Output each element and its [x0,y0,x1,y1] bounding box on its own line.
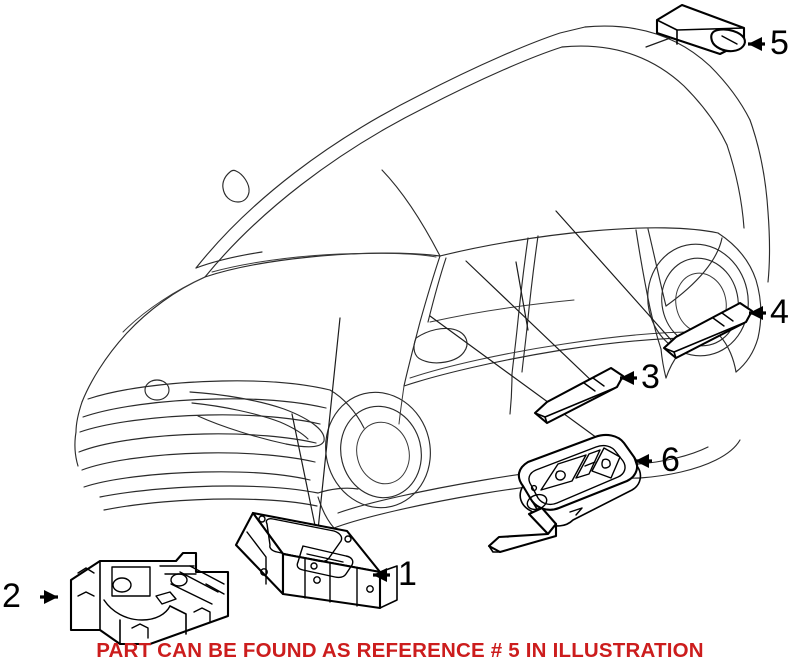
leader-to-part-3 [465,260,597,386]
side-mirror [413,327,468,364]
fob-led [530,484,538,492]
part-6-remote-key-fob[interactable] [487,433,642,554]
vehicle-outline [74,25,771,529]
part-2-mounting-bracket[interactable] [69,551,230,646]
bracket-aperture [155,591,177,605]
arrow-to-part-3 [620,371,637,385]
module-side-hole-3 [366,585,374,593]
vw-badge [144,379,170,401]
callout-number-3[interactable]: 3 [641,358,660,396]
callout-number-5[interactable]: 5 [770,24,789,62]
part-4-rear-door-antenna[interactable] [662,301,754,360]
part-5-roof-antenna[interactable] [655,3,746,56]
module-bolt-hole-2 [344,535,352,543]
front-wheel-arch [325,391,431,509]
leader-to-part-4 [555,210,673,342]
roof-antenna-nub [222,169,250,203]
rear-wheel-arch [647,243,749,357]
module-bolt-hole-3 [310,562,318,570]
callout-number-6[interactable]: 6 [661,441,680,479]
reference-note: PART CAN BE FOUND AS REFERENCE # 5 IN IL… [96,639,704,662]
leader-to-part-1 [317,317,341,531]
rear-tire [661,257,739,347]
front-wheel [356,421,410,485]
callout-number-4[interactable]: 4 [770,293,789,331]
part-3-front-door-antenna[interactable] [533,366,625,425]
module-bolt-hole-1 [258,515,266,523]
arrow-to-part-1 [373,568,390,582]
module-side-hole-2 [313,576,321,584]
leader-tick-b [515,261,529,331]
arrow-to-part-4 [749,306,766,320]
callout-number-2[interactable]: 2 [2,577,21,615]
part-1-control-module[interactable] [234,511,398,610]
front-tire [340,405,422,499]
leader-tick-a [291,413,319,541]
arrow-to-part-5 [748,37,765,51]
leader-lines [291,26,701,541]
arrow-to-part-6 [635,454,652,468]
bracket-boss-1 [112,577,132,593]
callout-number-1[interactable]: 1 [398,555,417,593]
bracket-boss-2 [170,573,188,587]
arrow-to-part-2 [40,590,58,604]
module-side-hole-1 [260,568,268,576]
